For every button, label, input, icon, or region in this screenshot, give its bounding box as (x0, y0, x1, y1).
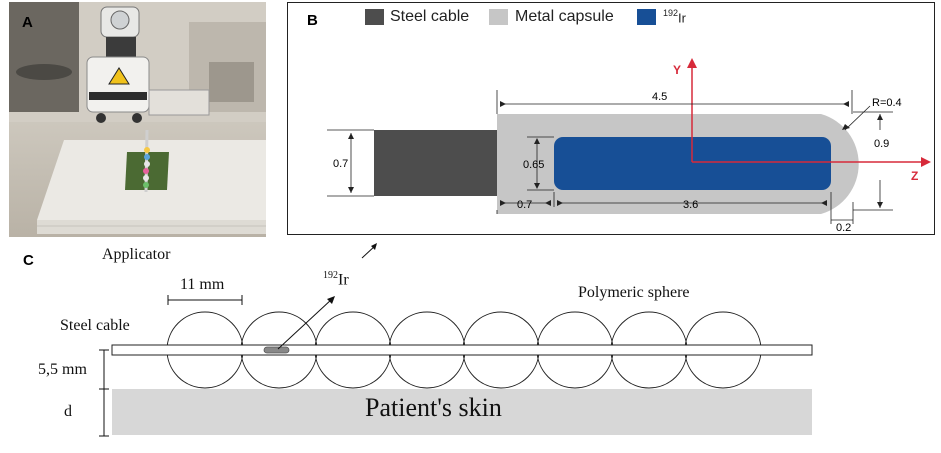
depth-label: d (64, 403, 72, 420)
dim-core-length: 3.6 (683, 199, 698, 211)
dim-total-length: 4.5 (652, 91, 667, 103)
legend-iridium-symbol: Ir (678, 10, 686, 26)
steel-cable-bar (111, 344, 813, 356)
panel-b-label: B (307, 12, 318, 29)
dim-radius: R=0.4 (872, 97, 902, 109)
dim-cable-width: 0.7 (333, 158, 348, 170)
legend-label-iridium: 192Ir (663, 8, 686, 27)
source-pointer-head (327, 296, 335, 304)
y-axis-label: Y (673, 63, 681, 77)
source-isotope: 192 (323, 270, 338, 281)
dim-half-width: 0.9 (874, 138, 889, 150)
legend-swatch-iridium (637, 9, 656, 25)
panel-a-label: A (22, 14, 33, 31)
link-arrow-head (371, 243, 377, 250)
legend-iridium-isotope: 192 (663, 8, 679, 18)
source-label: 192Ir (323, 270, 349, 289)
steel-cable-label: Steel cable (60, 317, 130, 334)
legend-label-steel-cable: Steel cable (390, 8, 470, 25)
coordinate-axes: Y Z (673, 58, 931, 183)
source-symbol: Ir (338, 271, 349, 289)
legend-swatch-metal-capsule (489, 9, 508, 25)
panel-c-label: C (23, 252, 34, 269)
polymeric-sphere-label: Polymeric sphere (578, 284, 690, 301)
steel-cable-shape (374, 130, 497, 196)
gap-label: 5,5 mm (38, 361, 87, 378)
z-axis-label: Z (911, 169, 918, 183)
legend-swatch-steel-cable (365, 9, 384, 25)
source-drawing: Y Z 4 (327, 58, 931, 234)
z-axis-arrowhead (921, 157, 931, 167)
y-axis-arrowhead (687, 58, 697, 68)
photo-illustration (9, 2, 266, 234)
dim-wall: 0.7 (517, 199, 532, 211)
dimension-lines (327, 90, 893, 224)
dim-core-width: 0.65 (523, 159, 544, 171)
applicator-label: Applicator (102, 246, 171, 263)
dimension-arrowheads (348, 101, 883, 208)
dim-tip: 0.2 (836, 222, 851, 234)
source-pointer-line (277, 298, 333, 350)
iridium-core-shape (554, 137, 831, 190)
source-schematic-panel (287, 2, 935, 235)
applicator-drawing (99, 243, 813, 437)
iridium-source (263, 346, 290, 354)
skin-label: Patient's skin (365, 393, 502, 422)
legend-label-metal-capsule: Metal capsule (515, 8, 614, 25)
spacing-label: 11 mm (180, 276, 225, 293)
patient-skin: Patient's skin (112, 389, 812, 435)
photo-panel (9, 2, 266, 237)
